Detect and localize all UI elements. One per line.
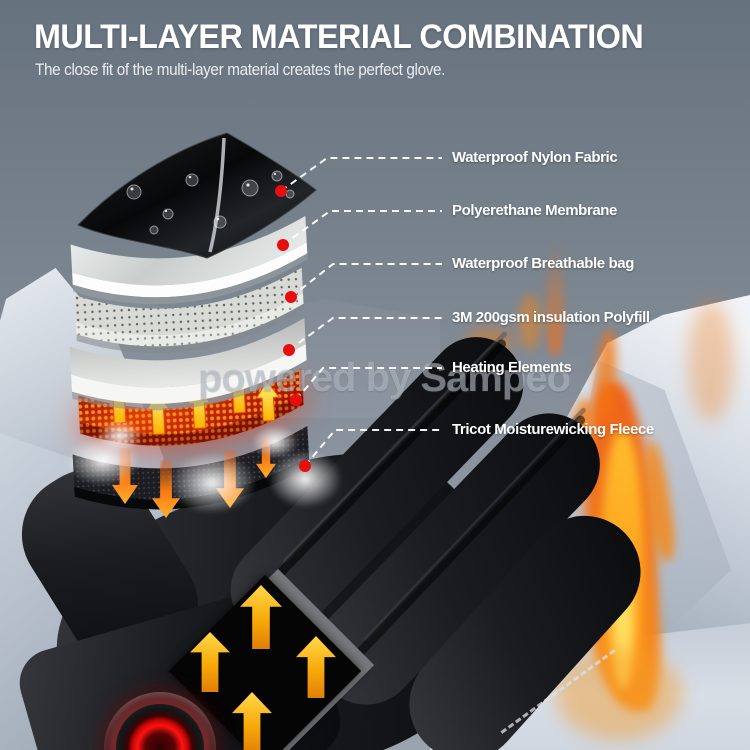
water-droplets: [126, 170, 295, 235]
callout-breathable-bag: Waterproof Breathable bag: [452, 255, 634, 272]
power-button-glow-ring: [116, 704, 204, 750]
callout-membrane: Polyerethane Membrane: [452, 202, 617, 219]
callout-insulation: 3M 200gsm insulation Polyfill: [452, 309, 650, 326]
fleece-fluff: [252, 425, 298, 459]
fleece-fluff: [98, 420, 142, 452]
layer-waterproof-nylon-fabric: [77, 132, 317, 259]
page-title: MULTI-LAYER MATERIAL COMBINATION: [34, 18, 644, 56]
callout-heating-elements: Heating Elements: [452, 359, 572, 376]
layer-waterproof-breathable-bag: [74, 267, 304, 354]
flame-wisp: [546, 238, 564, 356]
callout-fleece: Tricot Moisturewicking Fleece: [452, 421, 654, 438]
flame-blob: [688, 300, 734, 422]
page-subtitle: The close fit of the multi-layer materia…: [35, 60, 446, 79]
layer-insulation-polyfill: [69, 318, 307, 411]
callout-waterproof-nylon: Waterproof Nylon Fabric: [452, 149, 618, 166]
layer-polyurethane-membrane: [70, 216, 308, 305]
flame-blob: [519, 294, 541, 350]
fleece-fluff: [168, 452, 256, 514]
